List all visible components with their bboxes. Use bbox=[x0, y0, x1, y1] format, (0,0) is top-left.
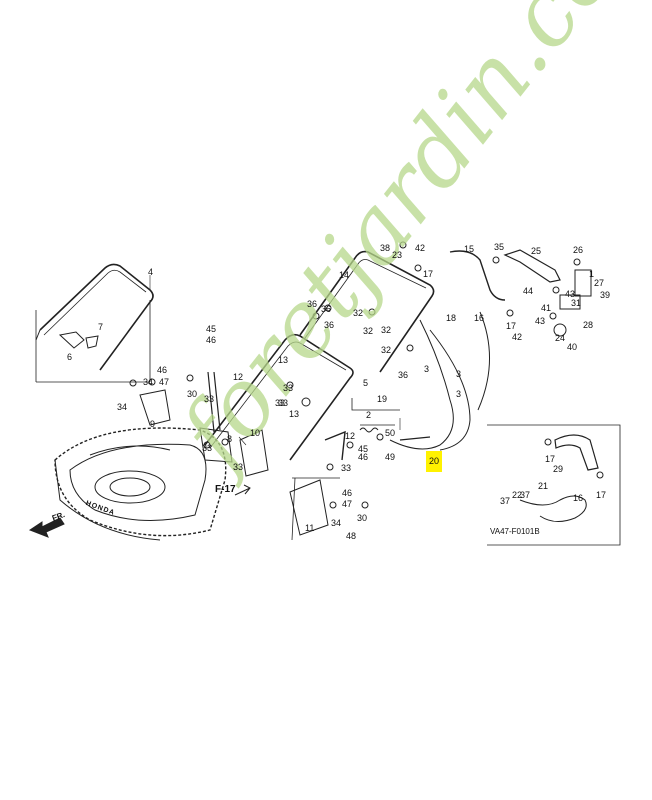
part-label: 28 bbox=[583, 320, 594, 330]
part-label: 46 bbox=[206, 335, 217, 345]
part-label: 3 bbox=[456, 369, 462, 379]
part-label: 3 bbox=[456, 389, 462, 399]
part-label: 34 bbox=[143, 377, 154, 387]
part-label-highlighted: 20 bbox=[426, 451, 443, 472]
part-label: 13 bbox=[289, 409, 300, 419]
part-label: 36 bbox=[307, 299, 318, 309]
part-label: 34 bbox=[331, 518, 342, 528]
part-label: 44 bbox=[523, 286, 534, 296]
part-label: 46 bbox=[157, 365, 168, 375]
part-label: 16 bbox=[474, 313, 485, 323]
part-label: 39 bbox=[600, 290, 611, 300]
part-label: 30 bbox=[357, 513, 368, 523]
part-label: 33 bbox=[275, 398, 286, 408]
part-label: 3 bbox=[424, 364, 430, 374]
part-label: 24 bbox=[555, 333, 566, 343]
part-label: 33 bbox=[202, 443, 213, 453]
part-label: 27 bbox=[594, 278, 605, 288]
part-label: 9 bbox=[150, 419, 156, 429]
reference-code: VA47-F0101B bbox=[490, 527, 540, 536]
part-label: 32 bbox=[381, 345, 392, 355]
part-label: 8 bbox=[227, 434, 233, 444]
part-label: 43 bbox=[535, 316, 546, 326]
part-label: 50 bbox=[385, 428, 396, 438]
part-label: 45 bbox=[358, 444, 369, 454]
part-label: 36 bbox=[324, 320, 335, 330]
part-label: 33 bbox=[283, 383, 294, 393]
part-label: 34 bbox=[117, 402, 128, 412]
part-label: 12 bbox=[345, 431, 356, 441]
part-label: 19 bbox=[377, 394, 388, 404]
part-label: 32 bbox=[353, 308, 364, 318]
part-label: 33 bbox=[341, 463, 352, 473]
part-label: 42 bbox=[512, 332, 523, 342]
part-label: 31 bbox=[571, 298, 582, 308]
part-label: 5 bbox=[363, 378, 369, 388]
part-label: 2 bbox=[366, 410, 372, 420]
part-label: 13 bbox=[278, 355, 289, 365]
part-label: 17 bbox=[506, 321, 517, 331]
part-label: 47 bbox=[342, 499, 353, 509]
part-label: 4 bbox=[148, 267, 154, 277]
part-label: 41 bbox=[541, 303, 552, 313]
part-label: 11 bbox=[305, 523, 315, 533]
part-label: 33 bbox=[278, 398, 289, 408]
part-label: 49 bbox=[385, 452, 396, 462]
part-label: 29 bbox=[553, 464, 564, 474]
part-label: 33 bbox=[233, 462, 244, 472]
part-label: 33 bbox=[204, 394, 215, 404]
part-label: 21 bbox=[538, 481, 549, 491]
part-label: 38 bbox=[380, 243, 391, 253]
part-label: 36 bbox=[398, 370, 409, 380]
part-label: 12 bbox=[233, 372, 244, 382]
part-label: 22 bbox=[512, 490, 523, 500]
part-label: 42 bbox=[415, 243, 426, 253]
part-label: 26 bbox=[573, 245, 584, 255]
part-label: 23 bbox=[392, 250, 403, 260]
part-label: 46 bbox=[358, 452, 369, 462]
part-label: 6 bbox=[67, 352, 73, 362]
part-label: 16 bbox=[573, 493, 584, 503]
part-label: 32 bbox=[363, 326, 374, 336]
part-label: 35 bbox=[494, 242, 505, 252]
part-label: 30 bbox=[187, 389, 198, 399]
figure-reference: F-17 bbox=[215, 484, 236, 495]
part-label: 15 bbox=[464, 244, 475, 254]
part-label: 17 bbox=[596, 490, 607, 500]
part-label: 32 bbox=[381, 325, 392, 335]
part-label: 7 bbox=[98, 322, 104, 332]
part-label: 37 bbox=[520, 490, 531, 500]
part-label: 36 bbox=[321, 304, 332, 314]
part-label: 17 bbox=[423, 269, 434, 279]
part-label: 43 bbox=[565, 289, 576, 299]
part-label: 40 bbox=[567, 342, 578, 352]
part-label: 46 bbox=[342, 488, 353, 498]
part-label: 48 bbox=[346, 531, 357, 541]
part-label: 17 bbox=[545, 454, 556, 464]
part-label: 25 bbox=[531, 246, 542, 256]
part-label: 45 bbox=[206, 324, 217, 334]
part-label: 37 bbox=[500, 496, 511, 506]
part-label: 10 bbox=[250, 428, 261, 438]
part-label: 14 bbox=[339, 270, 350, 280]
part-label: 1 bbox=[589, 269, 595, 279]
part-label: 47 bbox=[159, 377, 170, 387]
part-label: 18 bbox=[446, 313, 457, 323]
